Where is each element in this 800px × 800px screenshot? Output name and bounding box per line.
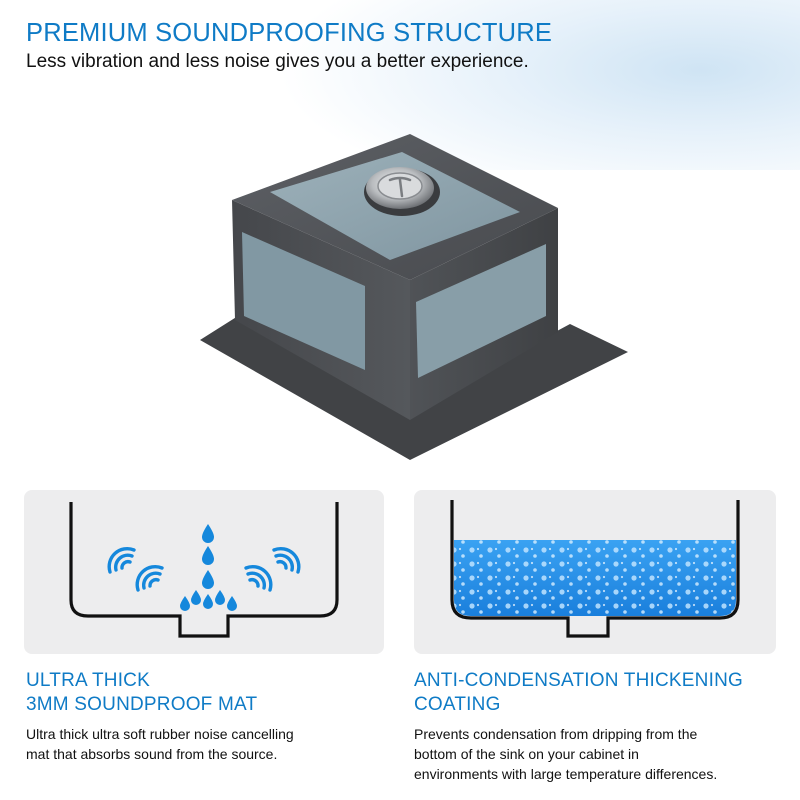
feature-description-line: Prevents condensation from dripping from… <box>414 726 698 742</box>
feature-description-soundproof-mat: Ultra thick ultra soft rubber noise canc… <box>26 724 294 764</box>
feature-description-line: environments with large temperature diff… <box>414 766 718 782</box>
sink-product-image <box>180 120 640 480</box>
feature-title-line: COATING <box>414 694 501 715</box>
feature-description-line: bottom of the sink on your cabinet in <box>414 746 639 762</box>
soundproof-mat-left <box>242 232 365 370</box>
feature-title-anti-condensation: ANTI-CONDENSATION THICKENING COATING <box>414 669 743 717</box>
water-filled-sink-icon <box>450 500 740 638</box>
feature-description-line: mat that absorbs sound from the source. <box>26 746 278 762</box>
feature-title-line: ULTRA THICK <box>26 670 150 691</box>
soundproof-mat-right <box>416 244 546 378</box>
page-subtitle: Less vibration and less noise gives you … <box>26 51 529 72</box>
feature-title-line: ANTI-CONDENSATION THICKENING <box>414 670 743 691</box>
feature-title-soundproof-mat: ULTRA THICK 3MM SOUNDPROOF MAT <box>26 669 257 717</box>
sound-wave-water-drop-icon <box>69 502 339 638</box>
feature-title-line: 3MM SOUNDPROOF MAT <box>26 694 258 715</box>
sink-underside-illustration <box>200 134 628 460</box>
feature-description-anti-condensation: Prevents condensation from dripping from… <box>414 724 717 784</box>
page-title: PREMIUM SOUNDPROOFING STRUCTURE <box>26 19 553 47</box>
feature-description-line: Ultra thick ultra soft rubber noise canc… <box>26 726 294 742</box>
soundproof-mat-panel <box>24 490 384 654</box>
anti-condensation-panel <box>414 490 776 654</box>
